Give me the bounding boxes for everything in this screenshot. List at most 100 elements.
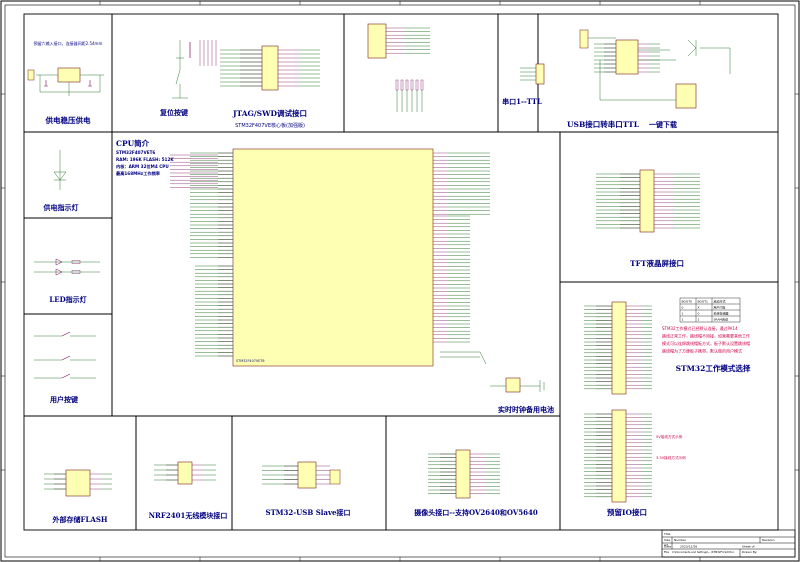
- work-mode-title: STM32工作模式选择: [676, 363, 751, 373]
- key-switch: [61, 331, 71, 337]
- cpu-info-core: 内核：ARM 32位M4 CPU: [116, 163, 169, 170]
- title-label: Title: [663, 532, 671, 536]
- boot-note-line-4: 跳线帽为了方便板子携带，默认做的用户模式: [662, 348, 742, 354]
- tft-connector: [639, 169, 655, 233]
- nrf-title: NRF2401无线模块接口: [149, 511, 228, 520]
- usb-slave-esd: [329, 469, 341, 485]
- led-diode: [55, 268, 63, 276]
- date-label: Date: [664, 545, 671, 549]
- jtag-header: [261, 45, 279, 91]
- boot-note-line-3: 模式可以连焊跳线帽板方式，板子默认设置跳线帽: [662, 340, 750, 346]
- reset-button-symbol: [172, 40, 188, 99]
- io-pins: [584, 305, 652, 498]
- sd-connector: [367, 23, 387, 59]
- title-block-frame: [661, 529, 796, 558]
- title-block: Title Size A3 Number Revision Date 2023/…: [661, 529, 796, 558]
- boot-table-header: BOOT1: [698, 300, 709, 304]
- ch340-chip: [615, 39, 639, 75]
- key-rows: [34, 331, 96, 379]
- file-value: C:\Documents and Settings\...\STM32F4.Sc…: [672, 550, 735, 554]
- flash-pins: [44, 473, 112, 490]
- sd-pins: [386, 27, 430, 54]
- power-connector: [27, 69, 35, 81]
- cpu-info-freq: 最高168MHz工作频率: [116, 170, 161, 177]
- usb-slave-connector: [297, 461, 317, 489]
- io-title: 预留IO接口: [607, 507, 647, 517]
- flash-chip: [65, 469, 91, 497]
- io-note-3v3: 3.3V接线方式示例: [656, 455, 686, 460]
- led-diode: [55, 258, 63, 266]
- jtag-pins: [220, 49, 320, 87]
- regulator-wires: [36, 74, 104, 96]
- boot-table-cell: 1: [682, 318, 684, 322]
- usb-slave-pins: [262, 465, 330, 485]
- rtc-title: 实时时钟备用电池: [498, 405, 554, 414]
- usb-ttl-title: USB接口转串口TTL: [567, 119, 640, 129]
- size-label: Size: [664, 538, 670, 542]
- download-transistors: [687, 39, 731, 74]
- cpu-info-model: STM32F407VET6: [116, 150, 155, 155]
- led-resistor: [71, 260, 81, 264]
- key-switch: [61, 373, 71, 379]
- boot-table-cell: 0: [698, 312, 700, 316]
- cpu-info-title: CPU简介: [116, 138, 150, 148]
- led-resistor: [71, 270, 81, 274]
- camera-title: 摄像头接口--支持OV2640和OV5640: [414, 508, 538, 517]
- usb-ttl-wires: [588, 37, 676, 101]
- size-value: A3: [664, 543, 668, 547]
- core-board-label: STM32F407VE核心板(加强版): [235, 122, 305, 129]
- boot-table-cell: 系统存储器: [714, 311, 729, 316]
- regulator-capacitors: [44, 80, 92, 87]
- crystal-wires: [440, 351, 487, 365]
- boot-table-header: BOOT0: [682, 300, 693, 304]
- boot-table-cell: 1: [698, 318, 700, 322]
- boot-note-line-2: 跳线正常工作，跳线帽不用接，如果需要其他工作: [662, 333, 750, 339]
- camera-pins: [428, 453, 500, 494]
- io-note-5v: 5V接线方式示例: [656, 434, 683, 439]
- io-header-upper: [611, 301, 627, 395]
- boot-note: STM32工作模式已经默认连接，通过PA14 跳线正常工作，跳线帽不用接，如果需…: [662, 325, 751, 354]
- mcu-pins: [170, 152, 490, 357]
- regulator-chip: [57, 67, 81, 83]
- title-block-grid: [662, 536, 795, 557]
- reset-title: 复位按键: [159, 108, 188, 117]
- boot-table-header: 启动方式: [714, 299, 726, 304]
- flash-title: 外部存储FLASH: [53, 515, 108, 524]
- sd-resistors: [395, 79, 424, 112]
- jtag-title: JTAG/SWD调试接口: [232, 108, 307, 118]
- rtc-battery-chip: [505, 377, 521, 393]
- boot-note-line-1: STM32工作模式已经默认连接，通过PA14: [662, 325, 738, 331]
- boot-table-cell: 用户闪存: [714, 305, 726, 310]
- camera-header: [455, 449, 471, 499]
- mcu-chip: [232, 148, 434, 367]
- number-label: Number: [674, 538, 687, 542]
- download-title: 一键下载: [649, 120, 677, 129]
- camera-section-box: [385, 415, 561, 531]
- download-chip: [675, 83, 697, 109]
- uart-wires: [520, 67, 536, 81]
- led-rows: [34, 258, 100, 276]
- power-led-title: 供电指示灯: [43, 203, 79, 212]
- date-value: 2023/12/26: [680, 545, 697, 549]
- key-switch: [61, 355, 71, 361]
- user-key-title: 用户按键: [50, 395, 78, 404]
- file-label: File: [664, 550, 669, 554]
- mcu-label: STM32F407VET6: [236, 359, 265, 363]
- nrf-pins: [154, 464, 216, 481]
- tft-title: TFT液晶屏接口: [630, 258, 684, 268]
- led-title: LED指示灯: [49, 295, 86, 304]
- power-led-symbol: [53, 150, 67, 190]
- tft-pins: [596, 173, 700, 229]
- rtc-battery-wires: [490, 380, 545, 392]
- power-note: 预留六输入接口，连接器间距2.54mm: [34, 40, 103, 46]
- boot-table-cell: 0: [682, 306, 684, 310]
- cpu-info-ram-flash: RAM: 196K FLASH: 512K: [116, 157, 174, 162]
- usb-slave-title: STM32-USB Slave接口: [266, 508, 351, 517]
- io-header-lower: [611, 409, 627, 503]
- revision-label: Revision: [762, 538, 775, 542]
- boot-table-cell: X: [698, 306, 700, 310]
